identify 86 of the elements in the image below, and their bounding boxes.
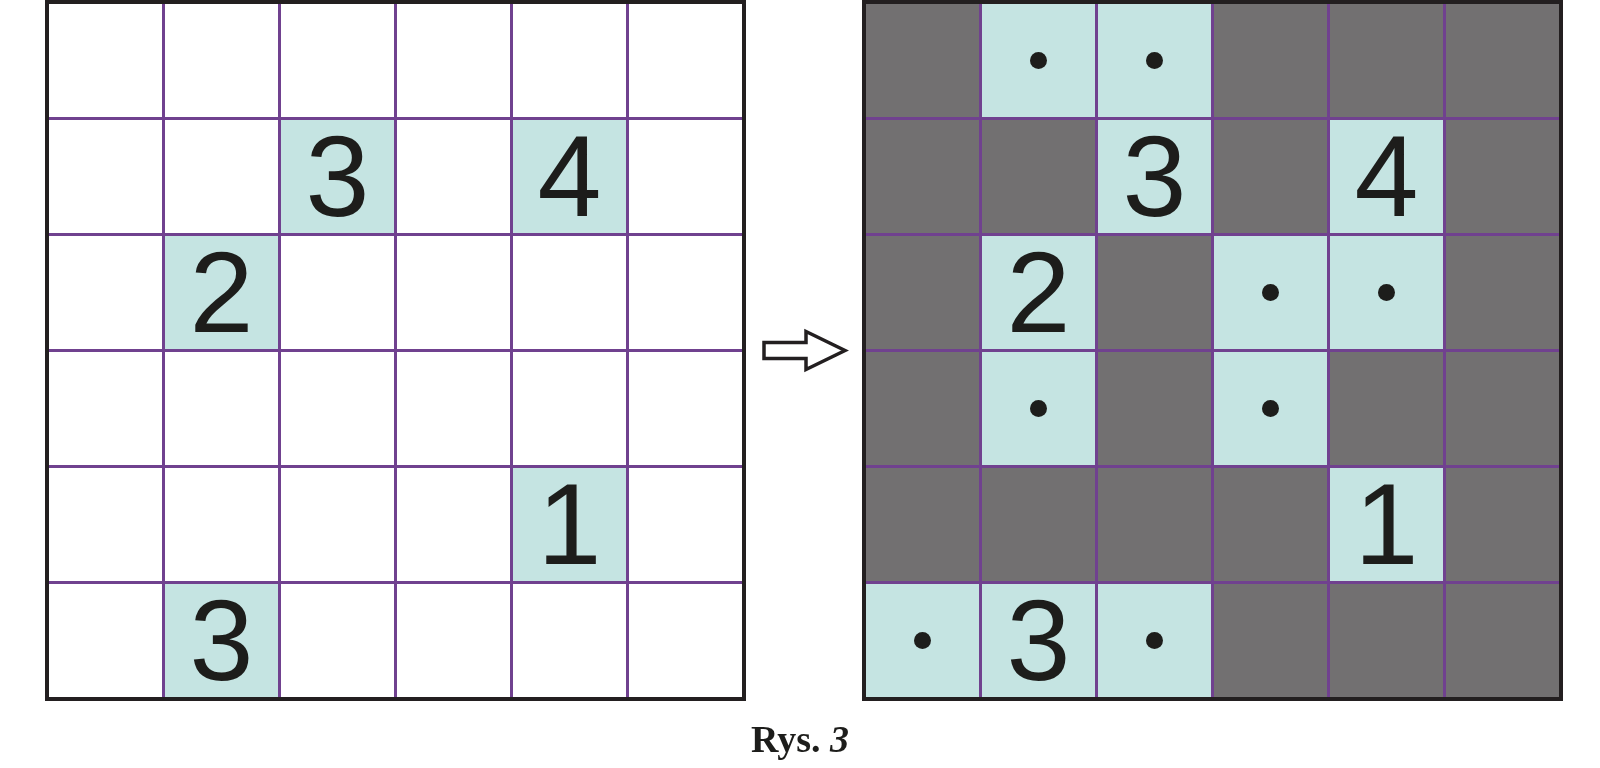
clue-cell xyxy=(513,120,626,233)
empty-cell xyxy=(513,4,626,117)
shaded-cell xyxy=(1446,352,1559,465)
empty-cell xyxy=(49,236,162,349)
empty-cell xyxy=(629,584,742,697)
marked-cell xyxy=(1330,236,1443,349)
empty-cell xyxy=(513,236,626,349)
shaded-cell xyxy=(866,468,979,581)
empty-cell xyxy=(281,352,394,465)
empty-cell xyxy=(165,352,278,465)
shaded-cell xyxy=(1446,4,1559,117)
shaded-cell xyxy=(866,236,979,349)
empty-cell xyxy=(397,236,510,349)
empty-cell xyxy=(49,584,162,697)
clue-cell xyxy=(281,120,394,233)
clue-number: 4 xyxy=(537,121,602,232)
clue-number: 3 xyxy=(1122,121,1187,232)
clue-number: 3 xyxy=(1006,585,1071,696)
shaded-cell xyxy=(866,120,979,233)
marked-cell xyxy=(1098,4,1211,117)
shaded-cell xyxy=(1098,236,1211,349)
empty-cell xyxy=(165,4,278,117)
empty-cell xyxy=(513,352,626,465)
empty-cell xyxy=(629,468,742,581)
empty-cell xyxy=(165,468,278,581)
clue-cell xyxy=(1330,120,1443,233)
empty-cell xyxy=(49,120,162,233)
empty-cell xyxy=(397,468,510,581)
shaded-cell xyxy=(866,4,979,117)
shaded-cell xyxy=(1446,468,1559,581)
shaded-cell xyxy=(866,352,979,465)
shaded-cell xyxy=(1098,468,1211,581)
marked-cell xyxy=(1214,352,1327,465)
shaded-cell xyxy=(1330,584,1443,697)
shaded-cell xyxy=(1446,120,1559,233)
hollow-arrow xyxy=(762,328,849,373)
empty-cell xyxy=(513,584,626,697)
clue-cell xyxy=(513,468,626,581)
shaded-cell xyxy=(1214,468,1327,581)
shaded-cell xyxy=(1446,236,1559,349)
empty-cell xyxy=(165,120,278,233)
clue-cell xyxy=(1330,468,1443,581)
empty-cell xyxy=(281,4,394,117)
clue-number: 4 xyxy=(1354,121,1419,232)
empty-cell xyxy=(629,236,742,349)
shaded-cell xyxy=(982,468,1095,581)
clue-cell xyxy=(165,236,278,349)
empty-cell xyxy=(629,4,742,117)
clue-number: 3 xyxy=(189,585,254,696)
empty-cell xyxy=(49,352,162,465)
empty-cell xyxy=(281,584,394,697)
clue-cell xyxy=(982,584,1095,697)
clue-cell xyxy=(982,236,1095,349)
clue-number: 1 xyxy=(537,469,602,580)
puzzle-grid xyxy=(862,0,1563,701)
clue-number: 2 xyxy=(1006,237,1071,348)
empty-cell xyxy=(629,120,742,233)
empty-cell xyxy=(397,584,510,697)
marked-cell xyxy=(1098,584,1211,697)
clue-cell xyxy=(1098,120,1211,233)
empty-cell xyxy=(397,120,510,233)
figure-caption: Rys. 3 xyxy=(751,720,849,758)
shaded-cell xyxy=(982,120,1095,233)
empty-cell xyxy=(281,236,394,349)
shaded-cell xyxy=(1330,4,1443,117)
empty-cell xyxy=(49,468,162,581)
shaded-cell xyxy=(1214,120,1327,233)
empty-cell xyxy=(629,352,742,465)
clue-number: 1 xyxy=(1354,469,1419,580)
empty-cell xyxy=(397,4,510,117)
puzzle-grid xyxy=(45,0,746,701)
shaded-cell xyxy=(1214,584,1327,697)
shaded-cell xyxy=(1098,352,1211,465)
shaded-cell xyxy=(1330,352,1443,465)
empty-cell xyxy=(397,352,510,465)
marked-cell xyxy=(866,584,979,697)
empty-cell xyxy=(281,468,394,581)
empty-cell xyxy=(49,4,162,117)
shaded-cell xyxy=(1214,4,1327,117)
marked-cell xyxy=(982,4,1095,117)
shaded-cell xyxy=(1446,584,1559,697)
marked-cell xyxy=(982,352,1095,465)
marked-cell xyxy=(1214,236,1327,349)
clue-number: 2 xyxy=(189,237,254,348)
clue-cell xyxy=(165,584,278,697)
clue-number: 3 xyxy=(305,121,370,232)
